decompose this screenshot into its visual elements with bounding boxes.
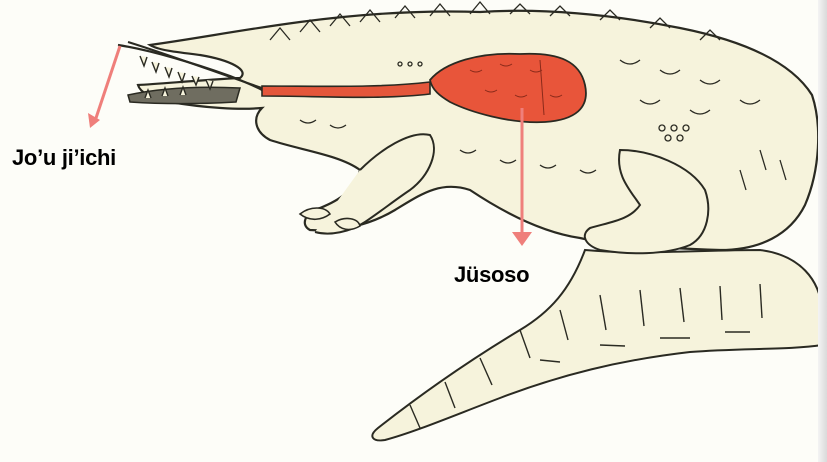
mouth-label: Jo’u ji’ichi xyxy=(12,145,116,171)
scan-edge-shadow xyxy=(818,0,827,462)
stomach-label: Jüsoso xyxy=(454,262,529,288)
